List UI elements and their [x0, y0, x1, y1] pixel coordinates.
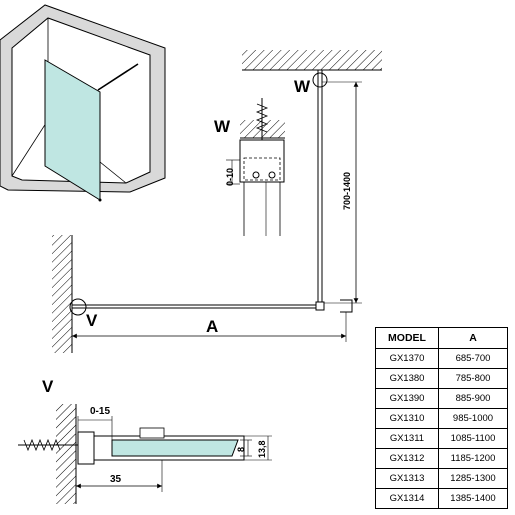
cell-model: GX1370 — [375, 348, 439, 369]
label-v-detail: V — [42, 377, 54, 396]
w-detail-circle — [312, 72, 328, 88]
cell-a: 1085-1100 — [438, 428, 508, 449]
glass-section — [111, 439, 239, 457]
stabilizer-bar — [97, 63, 139, 91]
cell-a: 1285-1300 — [438, 468, 508, 489]
v-detail — [18, 404, 272, 504]
label-w-detail: W — [214, 117, 231, 136]
cell-a: 1385-1400 — [438, 488, 508, 509]
label-w-top: W — [294, 77, 311, 96]
label-height-range: 700-1400 — [342, 172, 352, 210]
cell-a: 685-700 — [438, 348, 508, 369]
cell-model: GX1314 — [375, 488, 439, 509]
cell-a: 1185-1200 — [438, 448, 508, 469]
plan-view — [52, 235, 353, 353]
label-glass: 8 — [236, 447, 246, 452]
cell-model: GX1313 — [375, 468, 439, 489]
cell-model: GX1380 — [375, 368, 439, 389]
perspective-view — [0, 4, 166, 202]
cell-a: 785-800 — [438, 368, 508, 389]
cell-model: GX1312 — [375, 448, 439, 469]
label-depth: 35 — [110, 474, 122, 485]
w-detail — [226, 98, 285, 236]
header-a: A — [438, 327, 508, 349]
v-detail-circle — [69, 298, 87, 316]
table-header-row: MODEL A — [375, 327, 508, 349]
ceiling-elevation — [242, 50, 382, 305]
cell-a: 985-1000 — [438, 408, 508, 429]
label-a: A — [206, 317, 218, 336]
label-v-main: V — [86, 311, 98, 330]
label-gap: 0-10 — [225, 168, 235, 186]
label-profile: 13,8 — [257, 440, 267, 458]
cell-a: 885-900 — [438, 388, 508, 409]
cell-model: GX1310 — [375, 408, 439, 429]
label-wall-gap: 0-15 — [90, 406, 110, 417]
header-model: MODEL — [375, 327, 439, 349]
cell-model: GX1390 — [375, 388, 439, 409]
cell-model: GX1311 — [375, 428, 439, 449]
